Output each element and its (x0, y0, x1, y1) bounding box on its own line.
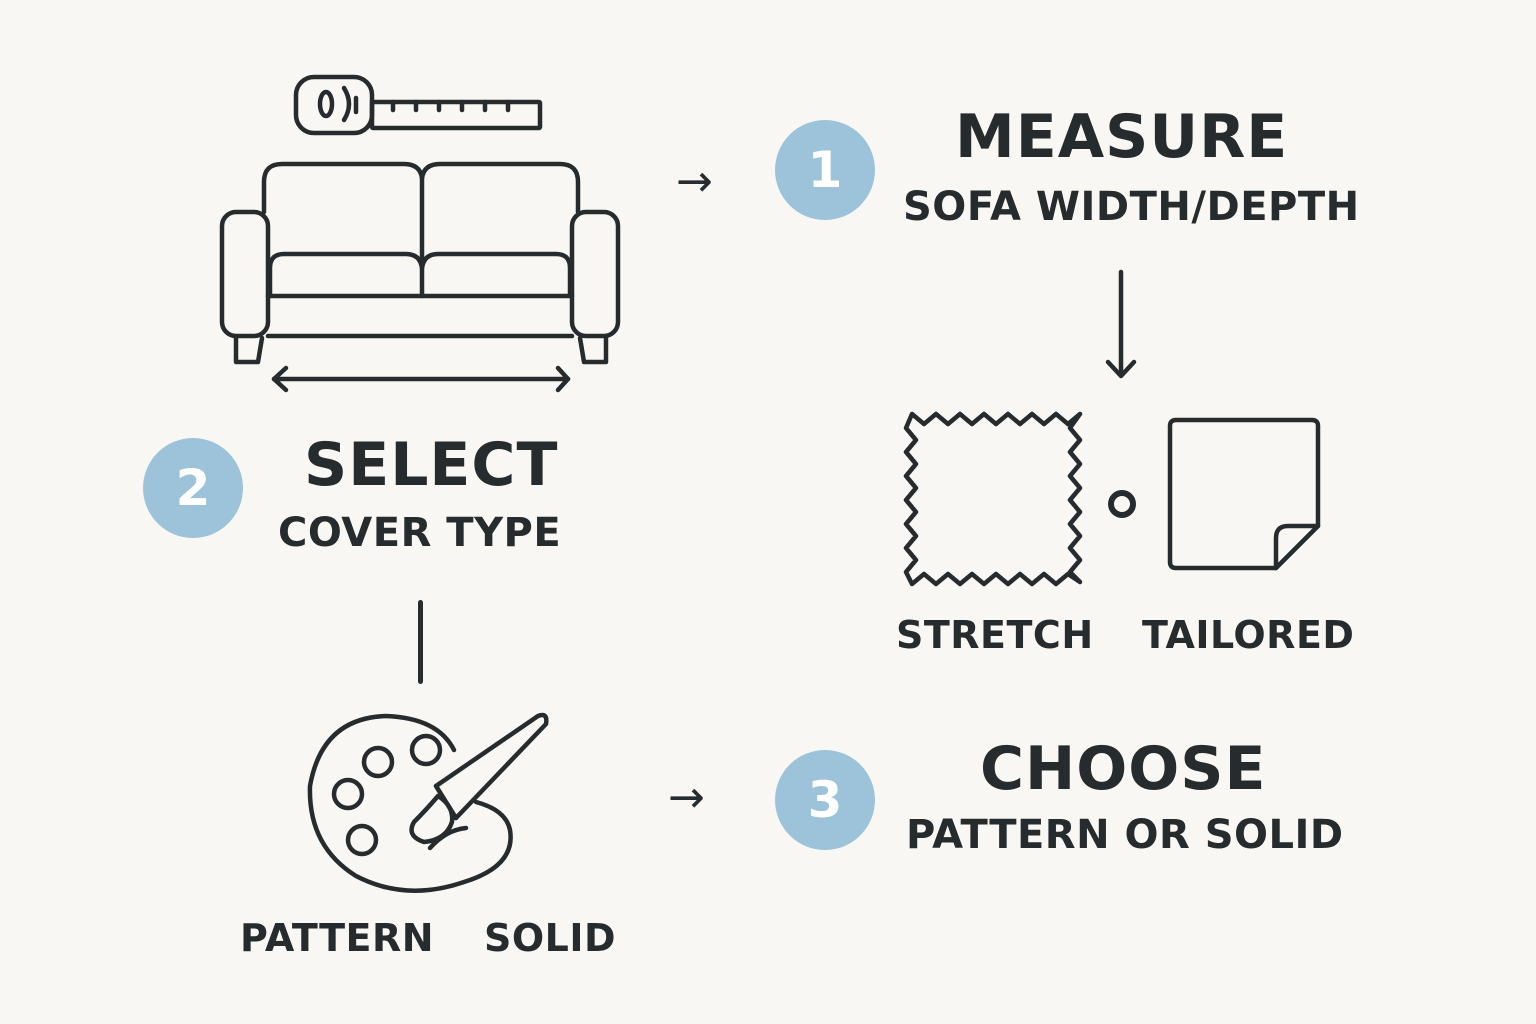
connector-line (418, 600, 423, 684)
solid-label: SOLID (484, 916, 617, 960)
step-1-subtitle: SOFA WIDTH/DEPTH (903, 184, 1360, 230)
arrow-down-icon (1105, 269, 1137, 379)
step-number: 3 (807, 771, 843, 829)
arrow-right-icon: → (676, 156, 713, 207)
step-3-title: CHOOSE (980, 734, 1267, 804)
paint-palette-icon (307, 712, 549, 893)
tape-measure-icon (293, 74, 543, 136)
separator-dot-icon (1108, 490, 1136, 518)
step-2-subtitle: COVER TYPE (278, 510, 562, 556)
step-number: 1 (807, 141, 843, 199)
double-arrow-icon (271, 365, 571, 393)
stretch-label: STRETCH (896, 613, 1094, 657)
sofa-icon (219, 161, 621, 365)
step-3-subtitle: PATTERN OR SOLID (906, 812, 1344, 858)
zigzag-fabric-icon (903, 411, 1083, 587)
tailored-label: TAILORED (1142, 613, 1355, 657)
step-1-badge: 1 (775, 120, 875, 220)
arrow-right-icon: → (668, 772, 705, 823)
step-1-title: MEASURE (955, 102, 1289, 172)
step-3-badge: 3 (775, 750, 875, 850)
step-2-title: SELECT (304, 430, 559, 500)
pattern-label: PATTERN (240, 916, 435, 960)
folded-corner-icon (1167, 417, 1321, 571)
step-2-badge: 2 (143, 438, 243, 538)
step-number: 2 (175, 459, 211, 517)
